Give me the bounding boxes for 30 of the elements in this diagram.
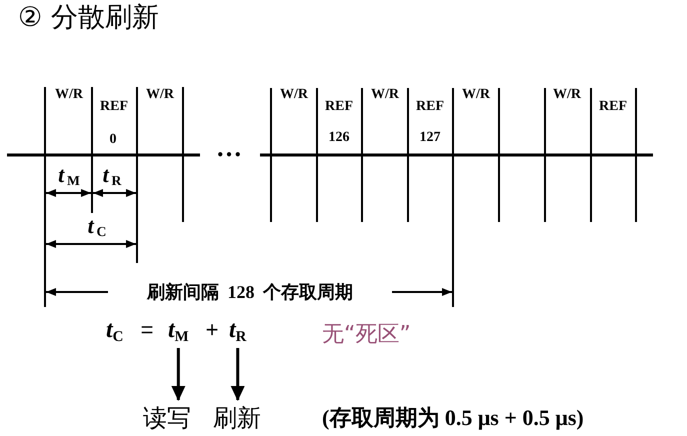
equation-operator: = xyxy=(140,316,154,344)
title: ② 分散刷新 xyxy=(18,1,159,35)
duration-label: t$_{R}$ xyxy=(102,162,122,188)
slot-label: W/R xyxy=(462,87,490,103)
equation-term: t$_{M}$ xyxy=(168,316,189,344)
equation-operator: + xyxy=(206,316,218,344)
duration-label: t$_{M}$ xyxy=(58,162,80,188)
equation-term: t$_{C}$ xyxy=(106,316,124,344)
equation-term: t$_{R}$ xyxy=(229,316,246,344)
row-address: 126 xyxy=(328,130,350,146)
slot-label: REF xyxy=(325,99,353,115)
slot-label: W/R xyxy=(146,87,174,103)
term-meaning: 刷新 xyxy=(213,403,261,433)
slot-label: W/R xyxy=(55,87,83,103)
note-text: 无“死区” xyxy=(322,321,411,349)
slot-label: W/R xyxy=(280,87,308,103)
arrow xyxy=(171,348,186,401)
term-meaning: 读写 xyxy=(143,403,191,433)
duration-label: t$_{C}$ xyxy=(88,213,106,239)
arrow xyxy=(230,348,245,401)
footnote-text: (存取周期为 0.5 μs + 0.5 μs) xyxy=(322,404,584,432)
row-address: 127 xyxy=(420,130,440,146)
slot-label: W/R xyxy=(371,87,399,103)
slot-label: REF xyxy=(100,99,128,115)
ellipsis: … xyxy=(216,133,242,163)
slot-label: REF xyxy=(599,99,627,115)
slot-label: REF xyxy=(416,99,444,115)
interval-label: 刷新间隔 128 个存取周期 xyxy=(147,281,353,303)
row-address: 0 xyxy=(110,132,116,148)
slot-label: W/R xyxy=(553,87,581,103)
